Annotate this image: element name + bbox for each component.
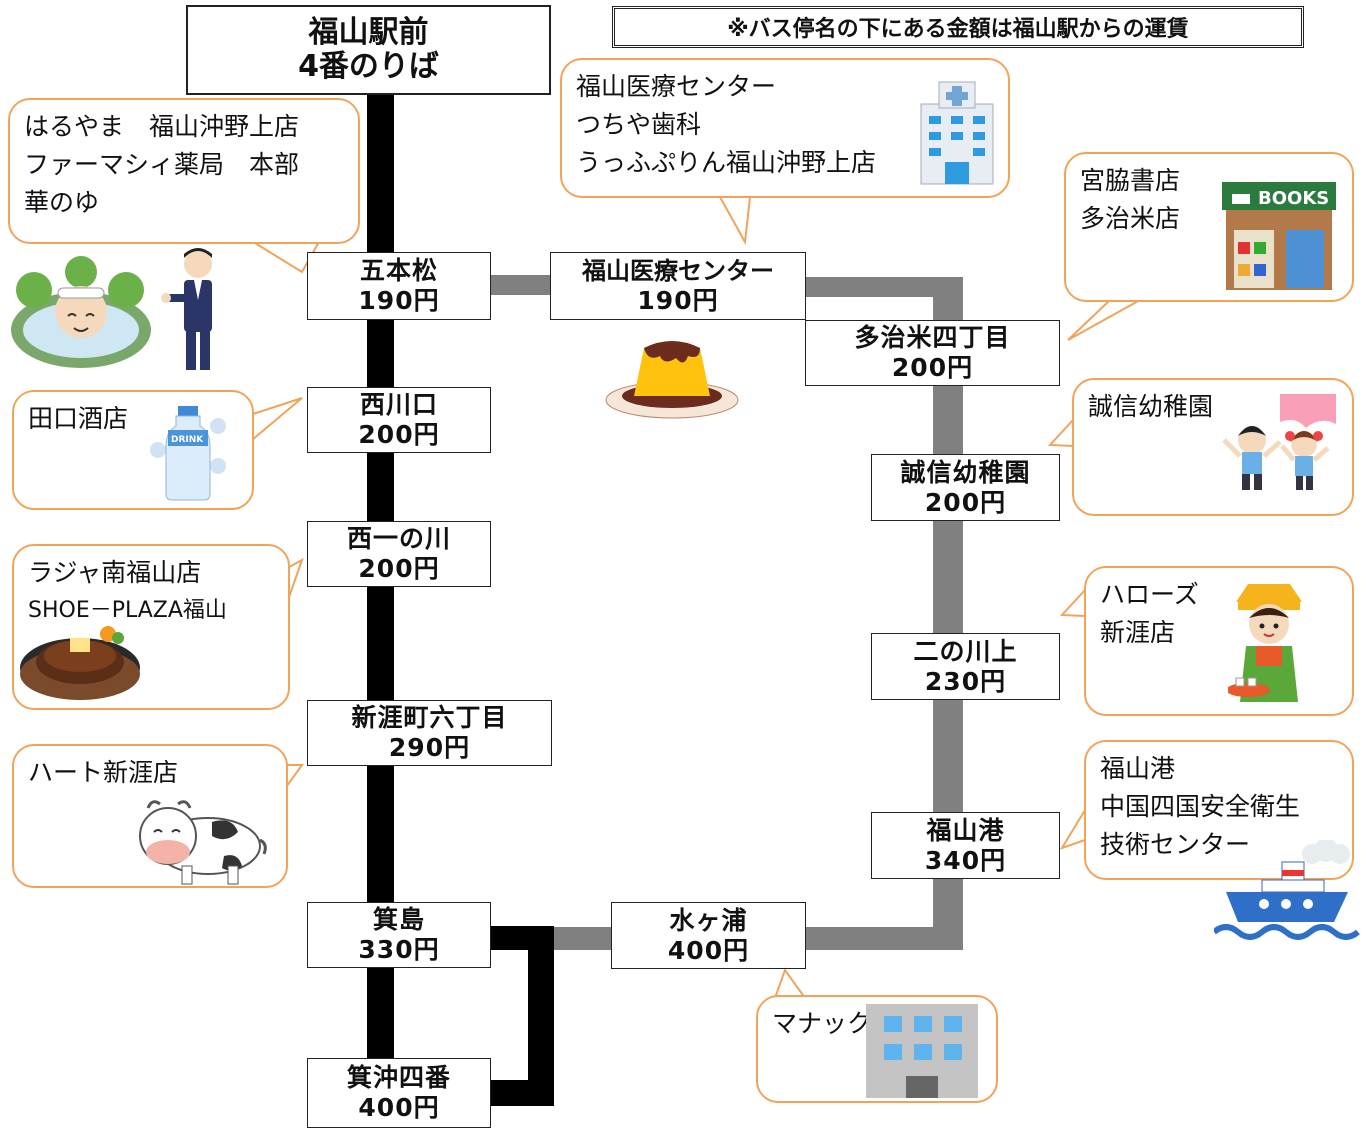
route-line-east-4 (933, 700, 963, 815)
stop-fare: 190円 (358, 286, 440, 315)
stop-name: 箕島 (372, 905, 425, 934)
stop-fare: 230円 (924, 666, 1007, 696)
stop-name: 多治米四丁目 (854, 323, 1011, 352)
stop-nishiichinokawa: 西一の川 200円 (307, 521, 491, 587)
route-line-mizugaura-link (548, 927, 612, 950)
stop-mizugaura: 水ヶ浦 400円 (611, 902, 806, 969)
bubble-line: 新涯店 (1100, 618, 1176, 647)
stop-fare: 190円 (637, 286, 719, 315)
fare-note: ※バス停名の下にある金額は福山駅からの運賃 (612, 6, 1304, 48)
bubble-line: はるやま 福山沖野上店 (24, 112, 300, 141)
stop-fare: 290円 (388, 733, 471, 762)
bubble-line: 誠信幼稚園 (1088, 392, 1214, 421)
stop-minooki4: 箕沖四番 400円 (307, 1058, 491, 1128)
stop-fare: 200円 (358, 554, 440, 583)
shop-clerk-icon (1228, 584, 1302, 702)
stop-name: 誠信幼稚園 (900, 457, 1031, 487)
water-bottle-icon: DRINK (150, 406, 226, 501)
bubble-line: 中国四国安全衛生 (1100, 792, 1301, 821)
stop-fare: 400円 (667, 935, 750, 965)
route-line-connector-1 (490, 275, 552, 295)
pudding-icon (605, 341, 739, 419)
bubble-line: 華のゆ (24, 188, 100, 217)
stop-name: 五本松 (359, 256, 438, 285)
stop-name: 福山港 (926, 815, 1005, 845)
bubble-line: SHOE－PLAZA福山 (28, 598, 227, 623)
route-line-loop-side (528, 926, 554, 1106)
start-stop-box: 福山駅前 4番のりば (186, 5, 551, 95)
start-stop-name: 福山駅前 (308, 15, 429, 50)
bubble-line: ハート新涯店 (28, 758, 179, 787)
route-line-east-1 (933, 277, 963, 322)
stop-mishima: 箕島 330円 (307, 902, 491, 968)
bubble-line: ファーマシィ薬局 本部 (24, 150, 300, 179)
stop-gohonmatsu: 五本松 190円 (307, 252, 491, 320)
office-building-icon (866, 1004, 978, 1098)
bubble-line: ラジャ南福山店 (28, 558, 202, 587)
bubble-line: マナック (772, 1009, 873, 1038)
bubble-ninokawakami: ハローズ 新涯店 (1084, 566, 1354, 716)
children-icon (1222, 394, 1336, 490)
bubble-nishikawaguchi: 田口酒店 (12, 390, 254, 510)
route-line-east-2 (933, 385, 963, 455)
stop-shingaicho6: 新涯町六丁目 290円 (307, 700, 552, 766)
steak-icon (20, 626, 140, 700)
bubble-line: 福山港 (1100, 754, 1176, 783)
stop-name: 箕沖四番 (346, 1063, 451, 1092)
stop-name: 西川口 (359, 390, 438, 419)
stop-fare: 200円 (358, 420, 440, 449)
stop-fare: 400円 (358, 1093, 440, 1122)
stop-fare: 340円 (924, 845, 1007, 875)
route-line-loop-bottom (488, 1080, 554, 1106)
stop-nishikawaguchi: 西川口 200円 (307, 387, 491, 453)
stop-iryo-center: 福山医療センター 190円 (550, 252, 806, 320)
bookstore-icon: BOOKS (1222, 182, 1336, 290)
stop-name: 西一の川 (346, 524, 451, 553)
hot-spring-icon (11, 256, 151, 368)
stop-fare: 200円 (891, 353, 974, 382)
businessman-icon (161, 248, 212, 370)
route-line-bottom (805, 927, 963, 950)
bubble-line: 田口酒店 (28, 404, 129, 433)
bubble-line: 福山医療センター (576, 72, 777, 101)
stop-fare: 200円 (924, 487, 1007, 517)
route-line-connector-2 (805, 277, 963, 297)
bookstore-sign: BOOKS (1258, 188, 1329, 209)
bottle-label: DRINK (171, 435, 204, 445)
bubble-line: 多治米店 (1080, 204, 1181, 233)
stop-name: 新涯町六丁目 (351, 703, 508, 732)
stop-ninokawakami: 二の川上 230円 (871, 633, 1060, 700)
stop-fare: 330円 (358, 935, 440, 964)
hospital-icon (920, 81, 994, 185)
bubble-gohonmatsu: はるやま 福山沖野上店 ファーマシィ薬局 本部 華のゆ (8, 98, 360, 244)
bubble-fukuyamako: 福山港 中国四国安全衛生 技術センター (1084, 740, 1354, 880)
bubble-line: つちや歯科 (576, 110, 702, 139)
stop-name: 福山医療センター (582, 257, 774, 285)
stop-fukuyamako: 福山港 340円 (871, 812, 1060, 879)
cow-icon (139, 800, 267, 885)
bubble-line: 技術センター (1100, 830, 1251, 859)
ship-icon (1214, 840, 1360, 940)
route-line-east-3 (933, 520, 963, 635)
start-stop-platform: 4番のりば (298, 49, 439, 84)
stop-name: 二の川上 (913, 636, 1018, 666)
bubble-line: うっふぷりん福山沖野上店 (576, 148, 877, 177)
stop-name: 水ヶ浦 (669, 905, 748, 935)
bubble-line: ハローズ (1100, 580, 1199, 609)
bubble-iryo-center: 福山医療センター つちや歯科 うっふぷりん福山沖野上店 (560, 58, 1010, 198)
bubble-line: 宮脇書店 (1080, 166, 1181, 195)
stop-seishin: 誠信幼稚園 200円 (871, 454, 1060, 521)
stop-tajimi4: 多治米四丁目 200円 (805, 320, 1060, 386)
